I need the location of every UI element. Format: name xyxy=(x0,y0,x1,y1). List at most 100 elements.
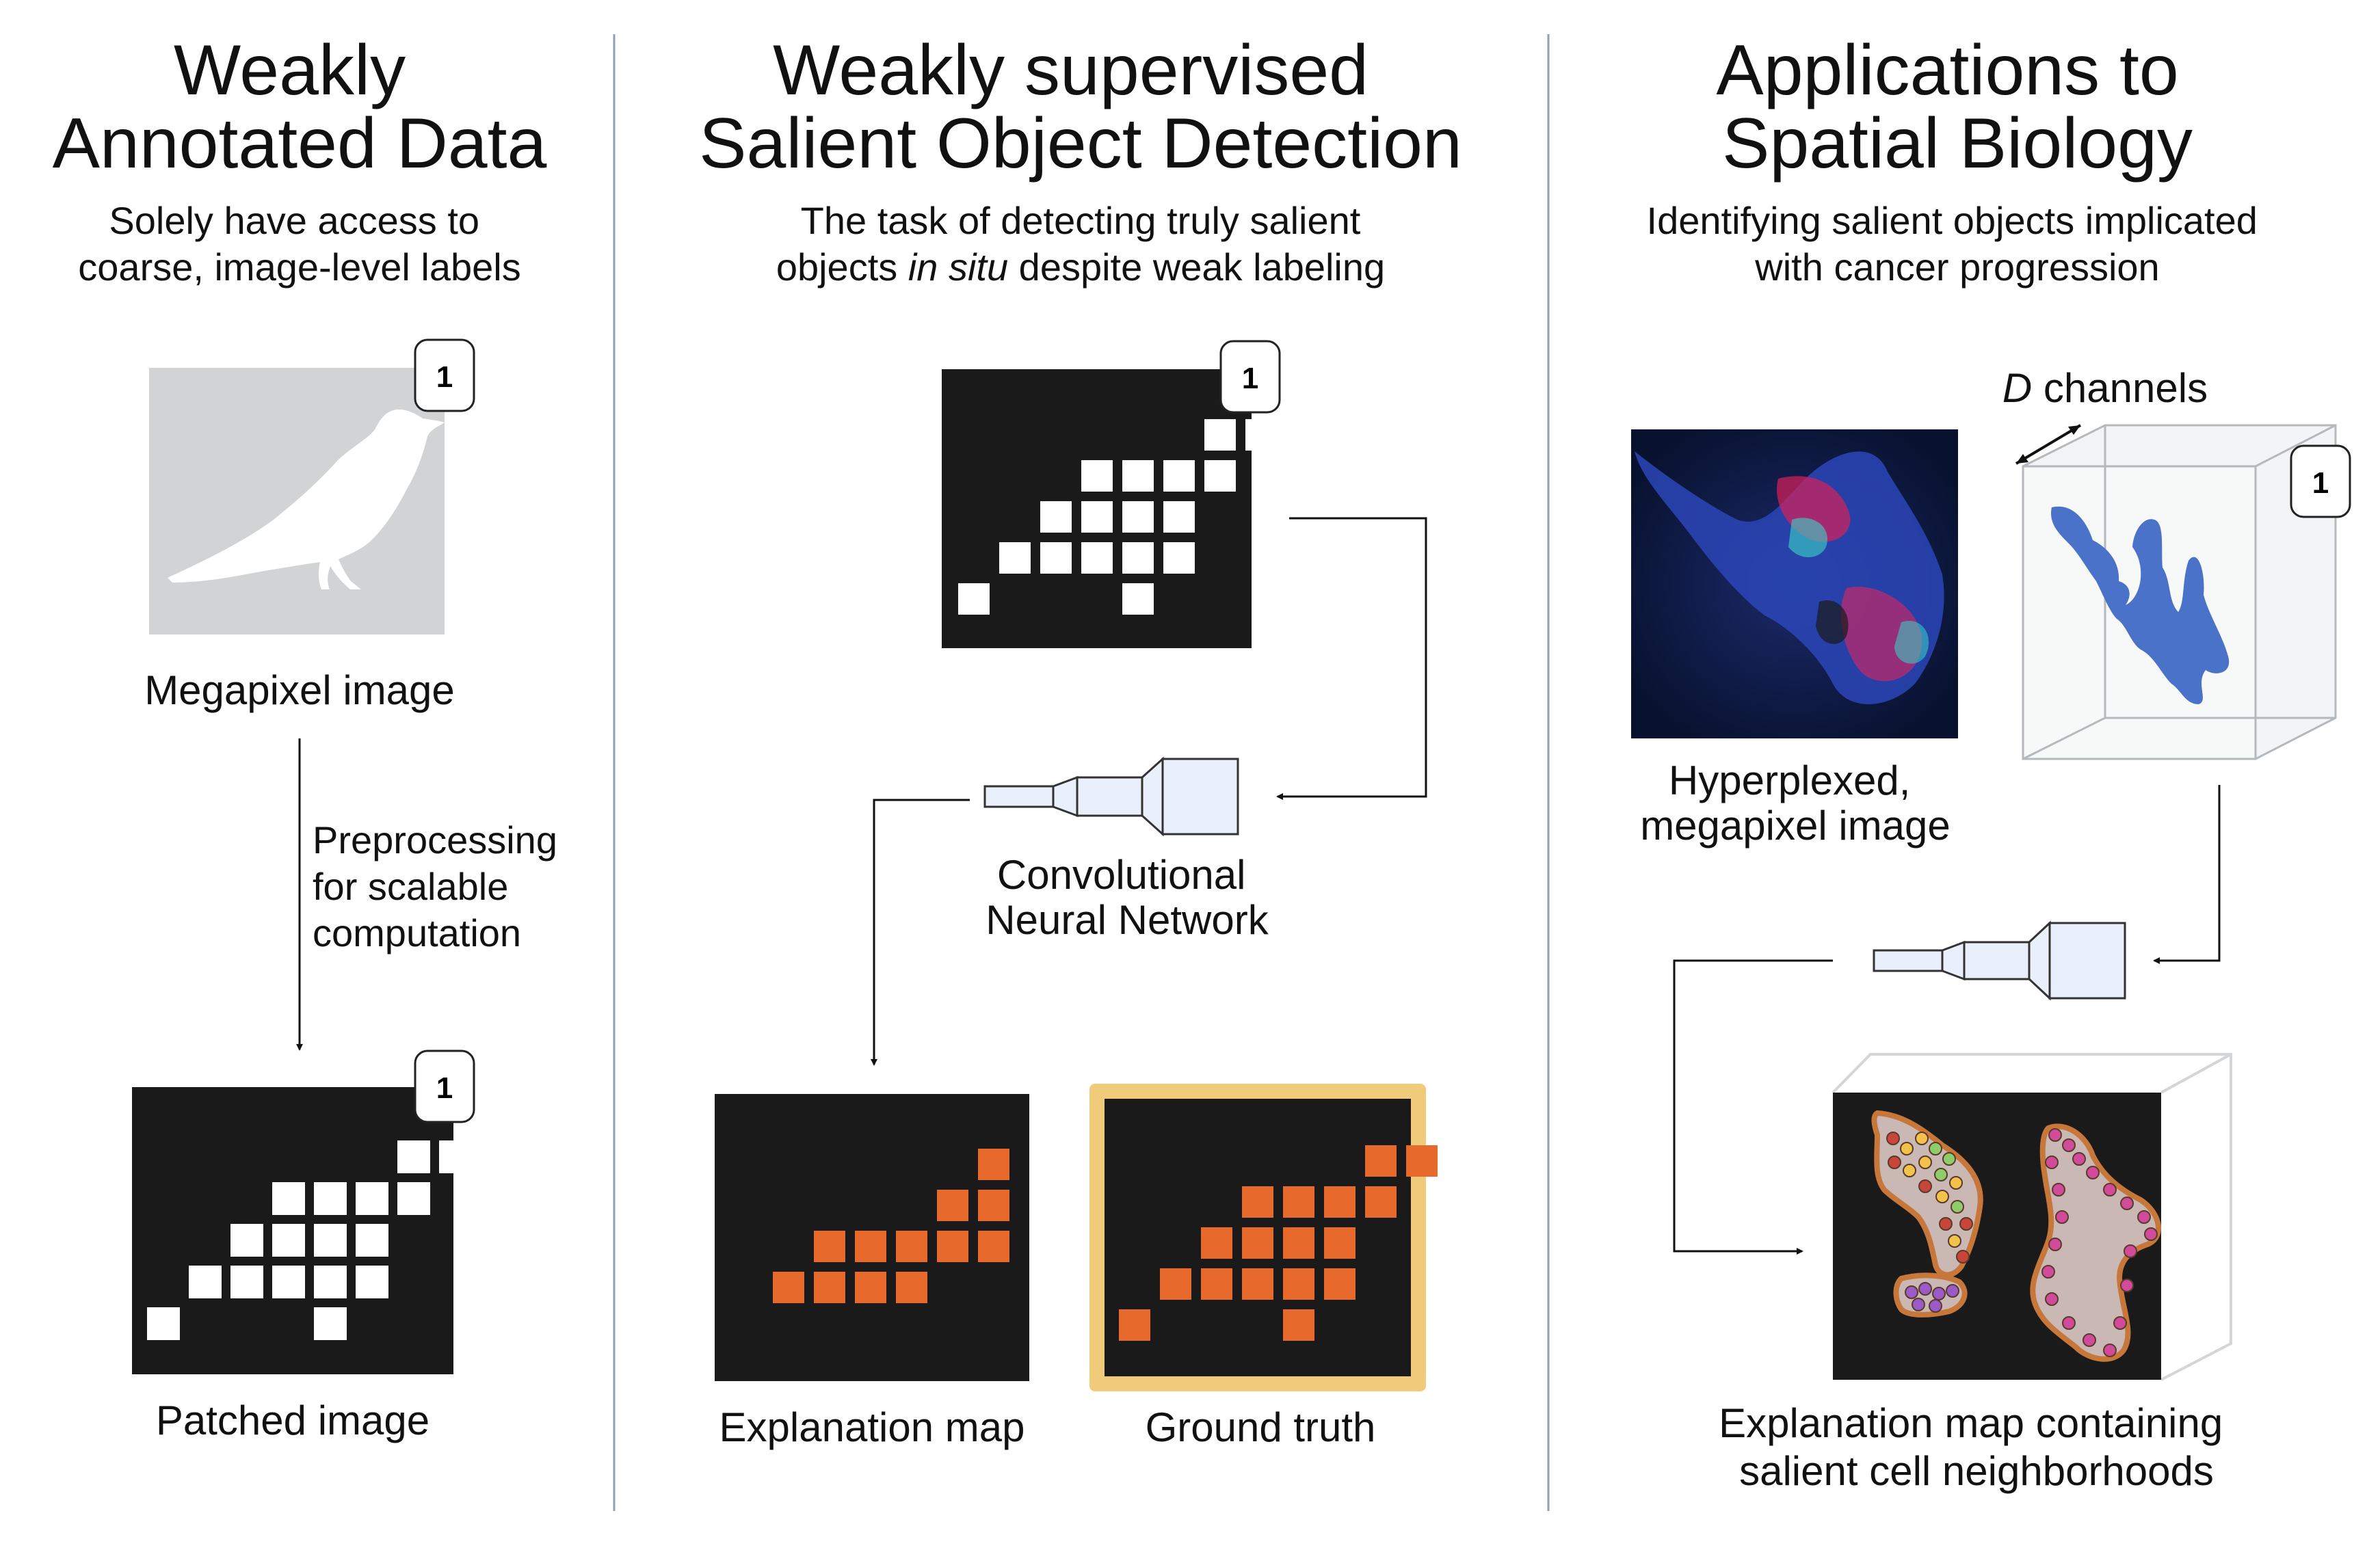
patch-square xyxy=(814,1272,845,1303)
patch-square xyxy=(1163,501,1195,533)
cell-dot xyxy=(1951,1200,1964,1214)
cell-dot xyxy=(1935,1190,1949,1203)
patch-square xyxy=(1119,1309,1150,1341)
column-weakly-annotated-data: Weakly Annotated Data Solely have access… xyxy=(53,31,568,1443)
patch-square xyxy=(1040,501,1072,533)
cell-explanation-map-label: Explanation map containing salient cell … xyxy=(1719,1400,2234,1494)
patch-square xyxy=(314,1182,347,1215)
cell-dot xyxy=(2048,1128,2062,1142)
column-title: Weakly supervised Salient Object Detecti… xyxy=(699,31,1462,183)
cell-dot xyxy=(1912,1298,1925,1311)
patched-image-label: Patched image xyxy=(156,1398,429,1443)
megapixel-image-label: Megapixel image xyxy=(144,667,455,713)
patch-square xyxy=(1242,1268,1273,1300)
cell-dot xyxy=(2137,1210,2151,1224)
patch-square xyxy=(855,1231,886,1262)
patch-square xyxy=(1283,1186,1314,1218)
column-spatial-biology: Applications to Spatial Biology Identify… xyxy=(1631,31,2337,1494)
patch-square xyxy=(896,1231,927,1262)
count-badge-label: 1 xyxy=(436,360,453,394)
patch-square xyxy=(272,1266,305,1298)
cell-dot xyxy=(1905,1285,1918,1299)
cell-dot xyxy=(2103,1183,2117,1197)
bird-silhouette-icon xyxy=(168,409,445,589)
patch-square xyxy=(978,1149,1009,1180)
cell-dot xyxy=(2120,1197,2134,1210)
patch-square xyxy=(397,1182,430,1215)
preprocessing-label: Preprocessing for scalable computation xyxy=(313,818,568,954)
channels-arrow xyxy=(2015,424,2082,465)
cell-dot xyxy=(2103,1344,2117,1357)
cell-dot xyxy=(1929,1142,1942,1155)
patch-square xyxy=(1122,583,1154,615)
patch-square xyxy=(1283,1227,1314,1259)
column-title: Applications to Spatial Biology xyxy=(1716,31,2198,183)
cnn-label: Convolutional Neural Network xyxy=(986,852,1269,943)
cell-dot xyxy=(2048,1238,2062,1251)
cell-dot xyxy=(1934,1168,1948,1181)
cell-dot xyxy=(1942,1152,1956,1166)
patch-square xyxy=(1122,460,1154,492)
cell-dot xyxy=(2052,1183,2065,1197)
count-badge: 1 xyxy=(414,1050,475,1123)
patch-square xyxy=(272,1224,305,1257)
patch-square xyxy=(1122,542,1154,574)
column-subtitle: The task of detecting truly salient xyxy=(801,199,1361,242)
patched-image xyxy=(132,1087,472,1374)
patch-square xyxy=(1242,1227,1273,1259)
cell-dot xyxy=(2072,1152,2086,1166)
cell-dot xyxy=(2113,1316,2127,1330)
patch-square xyxy=(1081,501,1113,533)
cell-dot xyxy=(2062,1138,2076,1152)
patch-square xyxy=(189,1266,222,1298)
patch-square xyxy=(1324,1227,1356,1259)
cnn-icon-2 xyxy=(1873,920,2126,1001)
column-subtitle: Solely have access to coarse, image-leve… xyxy=(78,199,520,289)
patch-square xyxy=(439,1140,472,1173)
input-patched-image xyxy=(942,369,1277,648)
cell-dot xyxy=(1918,1155,1932,1169)
count-badge-label: 1 xyxy=(1242,362,1258,395)
channel-cube xyxy=(2022,424,2337,760)
explanation-grid xyxy=(773,1149,1009,1303)
patch-square xyxy=(1365,1145,1397,1177)
cell-dot xyxy=(2041,1265,2055,1279)
patch-square xyxy=(314,1307,347,1340)
ground-truth-map xyxy=(1089,1084,1438,1391)
patch-square xyxy=(1242,1186,1273,1218)
patch-square xyxy=(999,542,1031,574)
column-title: Weakly Annotated Data xyxy=(53,31,547,183)
explanation-map xyxy=(715,1094,1029,1381)
patch-square xyxy=(937,1231,968,1262)
input-to-cnn-arrow xyxy=(1276,517,1427,800)
cell-dot xyxy=(2045,1155,2059,1169)
cell-dot xyxy=(2082,1333,2096,1347)
patched-grid xyxy=(147,1140,472,1340)
cell-dot xyxy=(1946,1284,1959,1298)
cell-dot xyxy=(1918,1179,1932,1193)
count-badge-label: 1 xyxy=(436,1071,453,1105)
patch-square xyxy=(230,1266,263,1298)
cell-dot xyxy=(2144,1227,2158,1241)
patch-square xyxy=(1122,501,1154,533)
cell-dots xyxy=(1886,1128,2158,1357)
patch-square xyxy=(1283,1268,1314,1300)
patch-square xyxy=(1324,1186,1356,1218)
column-subtitle: Identifying salient objects implicated w… xyxy=(1647,199,2269,289)
patch-square xyxy=(773,1272,804,1303)
cell-explanation-map xyxy=(1832,1053,2232,1381)
patch-square xyxy=(314,1224,347,1257)
patch-square xyxy=(1245,419,1277,451)
ground-truth-label: Ground truth xyxy=(1146,1404,1376,1450)
count-badge: 1 xyxy=(1219,340,1281,414)
patch-square xyxy=(1204,419,1236,451)
patch-square xyxy=(1201,1268,1232,1300)
cube-to-cnn-arrow xyxy=(2153,785,2221,964)
patch-square xyxy=(1163,460,1195,492)
patch-square xyxy=(356,1182,388,1215)
count-badge: 1 xyxy=(2290,444,2351,518)
patch-square xyxy=(978,1190,1009,1221)
patch-square xyxy=(1406,1145,1438,1177)
cell-dot xyxy=(2086,1166,2100,1179)
